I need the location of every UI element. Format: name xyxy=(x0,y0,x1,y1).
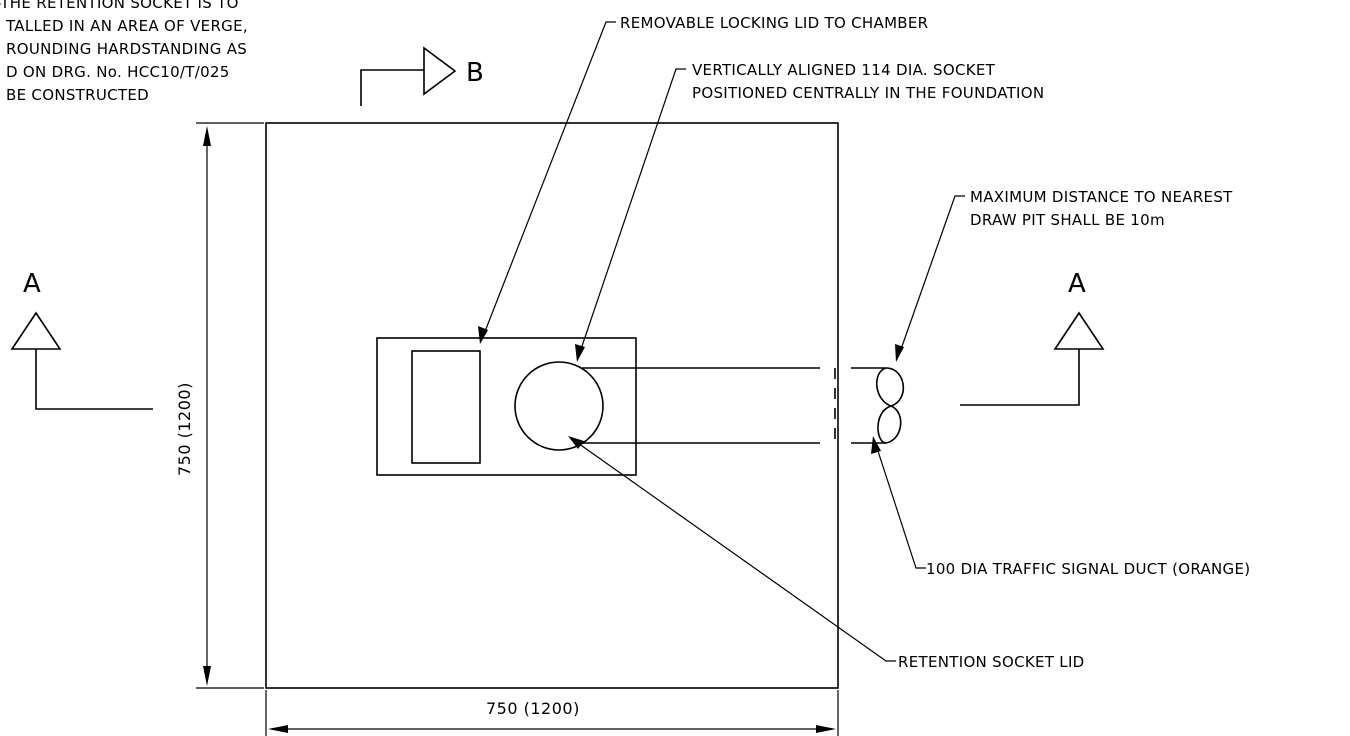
top-left-note: -THE RETENTION SOCKET IS TO TALLED IN AN… xyxy=(0,0,248,104)
section-b-triangle xyxy=(423,46,457,96)
section-marker-a-right: A xyxy=(960,269,1105,406)
callout-distance-text-2: DRAW PIT SHALL BE 10m xyxy=(970,211,1165,229)
callout-socket: VERTICALLY ALIGNED 114 DIA. SOCKET POSIT… xyxy=(575,61,1044,362)
callout-locking-lid: REMOVABLE LOCKING LID TO CHAMBER xyxy=(478,14,928,344)
vertical-dimension-label: 750 (1200) xyxy=(175,382,194,476)
note-line-1: -THE RETENTION SOCKET IS TO xyxy=(0,0,239,12)
section-b-leader xyxy=(360,69,424,106)
foundation-outline xyxy=(265,122,839,689)
retention-socket xyxy=(514,361,604,451)
vertical-dimension: 750 (1200) xyxy=(175,122,264,689)
section-marker-b: B xyxy=(360,46,484,106)
section-a-left-triangle xyxy=(10,311,62,350)
callout-duct: 100 DIA TRAFFIC SIGNAL DUCT (ORANGE) xyxy=(871,436,1250,578)
section-marker-a-left: A xyxy=(10,269,153,410)
callout-socket-text-2: POSITIONED CENTRALLY IN THE FOUNDATION xyxy=(692,84,1044,102)
note-line-3: ROUNDING HARDSTANDING AS xyxy=(6,40,247,58)
section-a-right-triangle xyxy=(1053,311,1105,350)
section-a-right-label: A xyxy=(1068,269,1086,299)
section-b-label: B xyxy=(466,58,484,88)
callout-duct-text: 100 DIA TRAFFIC SIGNAL DUCT (ORANGE) xyxy=(926,560,1250,578)
horizontal-dimension-label: 750 (1200) xyxy=(486,699,580,718)
callout-socket-lid-text: RETENTION SOCKET LID xyxy=(898,653,1085,671)
callout-socket-lid: RETENTION SOCKET LID xyxy=(568,436,1085,671)
callout-locking-lid-text: REMOVABLE LOCKING LID TO CHAMBER xyxy=(620,14,928,32)
chamber-outline xyxy=(376,337,637,476)
note-line-4: D ON DRG. No. HCC10/T/025 xyxy=(6,63,230,81)
locking-lid xyxy=(411,350,481,464)
note-line-2: TALLED IN AN AREA OF VERGE, xyxy=(5,17,248,35)
note-line-5: BE CONSTRUCTED xyxy=(6,86,149,104)
section-a-left-label: A xyxy=(23,269,41,299)
traffic-signal-duct xyxy=(582,367,905,444)
callout-socket-text-1: VERTICALLY ALIGNED 114 DIA. SOCKET xyxy=(692,61,996,79)
callout-distance: MAXIMUM DISTANCE TO NEAREST DRAW PIT SHA… xyxy=(895,188,1233,362)
horizontal-dimension: 750 (1200) xyxy=(265,690,839,736)
section-a-left-leader xyxy=(35,349,153,410)
callout-distance-text-1: MAXIMUM DISTANCE TO NEAREST xyxy=(970,188,1233,206)
section-a-right-leader xyxy=(960,349,1080,406)
